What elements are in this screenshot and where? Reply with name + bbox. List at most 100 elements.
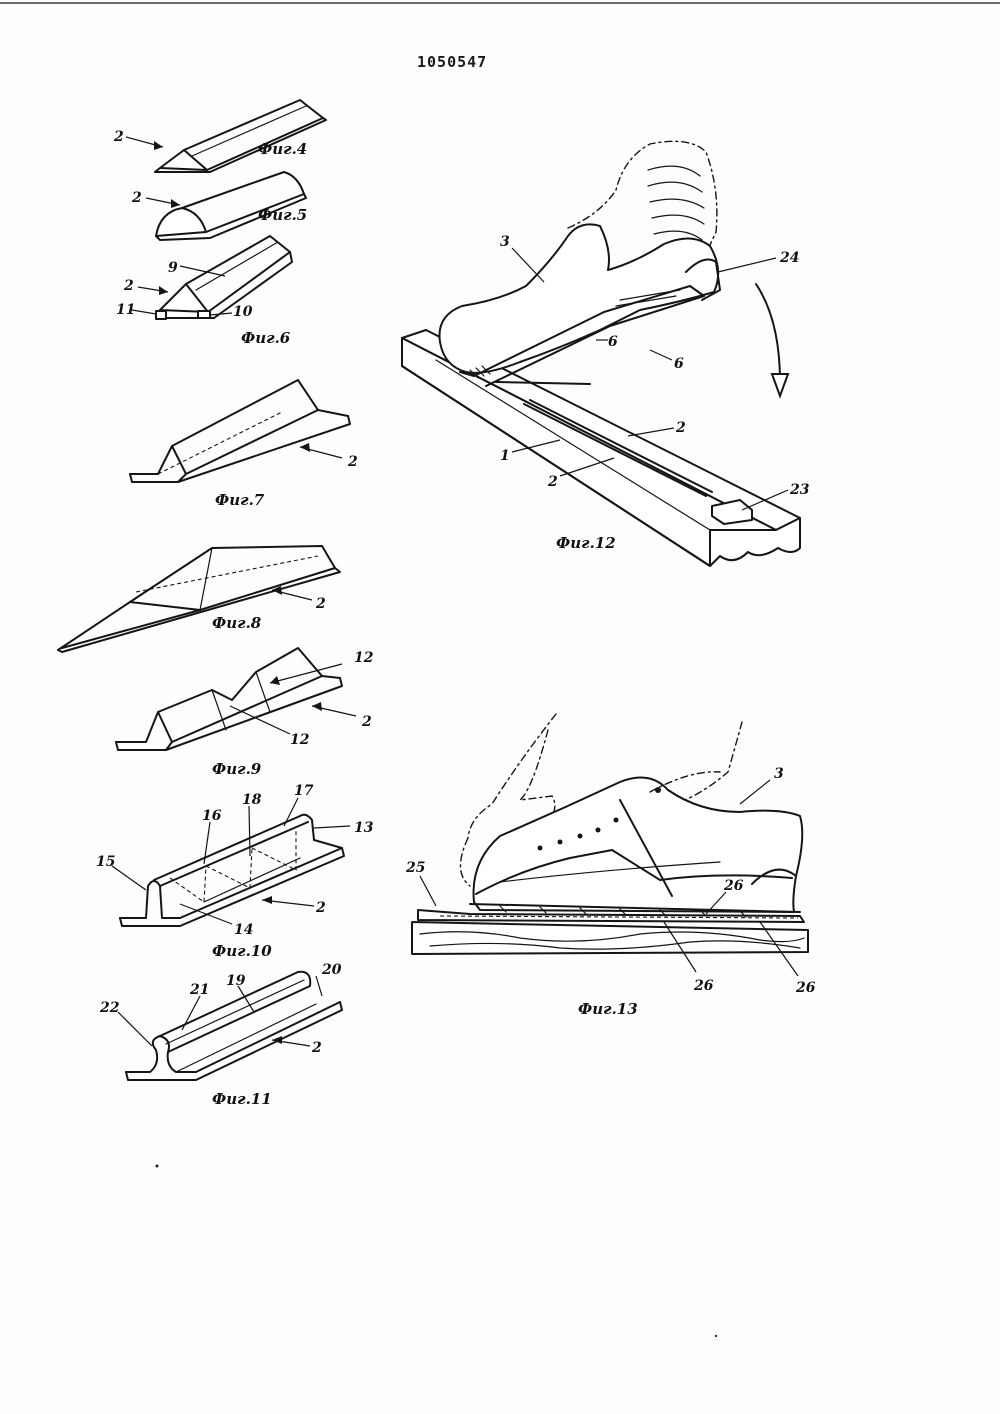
fig12-ankle-outline bbox=[567, 140, 718, 259]
fig12-leader-6b bbox=[649, 349, 673, 361]
fig6-label-10: 10 bbox=[233, 304, 253, 320]
fig4-label-2: 2 bbox=[113, 129, 124, 145]
fig11-label-22: 22 bbox=[99, 1000, 120, 1016]
fig5-arrow bbox=[171, 199, 180, 208]
fig4-end-face bbox=[159, 149, 208, 171]
fig13-sole-studs bbox=[499, 905, 747, 918]
fig4-ridge bbox=[183, 99, 324, 171]
fig13-shoe-stripe bbox=[475, 849, 793, 895]
fig12-label-6-right: 6 bbox=[674, 356, 684, 372]
figure-10: 16 18 17 13 15 14 2 Фиг.10 bbox=[96, 783, 374, 960]
figure-5: 2 Фиг.5 bbox=[131, 171, 307, 241]
fig6-ridge bbox=[185, 235, 291, 313]
fig10-label-15: 15 bbox=[96, 854, 115, 870]
fig5-label-2: 2 bbox=[131, 190, 142, 206]
fig11-leader-22 bbox=[117, 1011, 153, 1047]
fig8-arrow bbox=[272, 586, 282, 595]
fig4-caption: Фиг.4 bbox=[258, 140, 307, 158]
fig11-label-21: 21 bbox=[189, 982, 209, 998]
fig6-label-2: 2 bbox=[123, 278, 134, 294]
fig11-arrow-2 bbox=[272, 1036, 282, 1044]
fig10-leader-14 bbox=[179, 903, 233, 925]
fig11-label-20: 20 bbox=[321, 962, 342, 978]
scan-speck-bottom bbox=[714, 1334, 718, 1338]
fig12-groove-2 bbox=[523, 403, 707, 497]
fig8-wedge-top bbox=[57, 545, 336, 651]
fig13-leader-26c bbox=[759, 921, 799, 977]
fig10-label-2: 2 bbox=[315, 900, 326, 916]
figure-11: 21 19 20 22 2 Фиг.11 bbox=[99, 962, 343, 1108]
fig11-leader-21 bbox=[181, 995, 201, 1031]
fig13-toe-outline bbox=[459, 837, 471, 887]
fig13-label-26-upper: 26 bbox=[723, 878, 744, 894]
scan-speck bbox=[155, 1164, 159, 1168]
fig13-rail-holes bbox=[439, 915, 799, 919]
fig10-label-18: 18 bbox=[242, 792, 262, 808]
fig13-leg-mid bbox=[517, 729, 556, 823]
fig10-top-rail bbox=[153, 813, 343, 881]
fig13-ground bbox=[411, 921, 809, 955]
fig13-leader-26a bbox=[705, 891, 727, 915]
fig9-long-edge bbox=[171, 675, 323, 743]
fig10-leader-13 bbox=[313, 825, 351, 829]
fig13-leg-back bbox=[669, 721, 743, 807]
fig12-rail-inner-edge bbox=[435, 359, 711, 531]
fig13-leg-front bbox=[467, 713, 557, 839]
fig9-front-profile bbox=[115, 711, 173, 751]
fig13-leader-3 bbox=[739, 779, 771, 805]
fig10-label-14: 14 bbox=[234, 922, 253, 938]
fig9-label-12-bottom: 12 bbox=[290, 732, 310, 748]
fig10-cell-1 bbox=[169, 865, 207, 904]
fig13-caption: Фиг.13 bbox=[578, 1000, 638, 1018]
fig12-label-2-lower: 2 bbox=[547, 474, 558, 490]
fig13-label-26-right: 26 bbox=[795, 980, 816, 996]
fig12-leader-2a bbox=[627, 427, 675, 437]
figure-8: 2 Фиг.8 bbox=[57, 545, 341, 653]
fig13-heel-cap bbox=[751, 868, 797, 885]
fig9-caption: Фиг.9 bbox=[212, 760, 262, 778]
fig12-rail-end bbox=[709, 517, 801, 567]
fig11-leader-20 bbox=[315, 975, 323, 997]
fig12-label-1: 1 bbox=[500, 448, 510, 464]
document-number: 1050547 bbox=[417, 53, 487, 71]
fig12-lace-4 bbox=[651, 214, 705, 225]
fig6-part-11 bbox=[155, 310, 167, 320]
fig12-label-24: 24 bbox=[779, 250, 799, 266]
figure-6: 9 2 11 10 Фиг.6 bbox=[116, 235, 293, 347]
fig13-eyelet-top bbox=[655, 787, 661, 793]
fig9-leader-12b bbox=[229, 705, 291, 735]
fig5-base bbox=[155, 193, 307, 241]
fig13-ground-texture-1 bbox=[419, 931, 805, 943]
fig13-label-3: 3 bbox=[774, 766, 784, 782]
fig12-toe-teeth bbox=[469, 365, 491, 379]
fig10-cell-3 bbox=[251, 830, 297, 871]
fig4-arrow bbox=[154, 141, 163, 150]
fig13-leader-26b bbox=[663, 921, 697, 973]
fig12-lace-1 bbox=[647, 165, 701, 177]
fig6-caption: Фиг.6 bbox=[241, 329, 291, 347]
fig10-caption: Фиг.10 bbox=[212, 942, 272, 960]
fig12-rotation-arc bbox=[755, 283, 781, 383]
fig12-hatch-1 bbox=[619, 289, 681, 301]
fig7-label-2: 2 bbox=[347, 454, 358, 470]
fig12-groove-1 bbox=[529, 399, 713, 493]
fig11-label-19: 19 bbox=[226, 973, 246, 989]
fig12-boot-sole bbox=[459, 285, 705, 387]
fig7-caption: Фиг.7 bbox=[215, 491, 265, 509]
fig13-shoe-seam bbox=[619, 799, 673, 897]
fig10-leader-15 bbox=[111, 865, 147, 891]
fig9-label-12-top: 12 bbox=[354, 650, 374, 666]
fig7-arrow bbox=[300, 443, 310, 452]
fig7-base-plate bbox=[129, 415, 351, 483]
fig12-slot-edge bbox=[495, 381, 591, 385]
fig12-leader-2b bbox=[559, 457, 615, 477]
fig11-base-plate bbox=[125, 1001, 343, 1081]
fig13-ground-texture-2 bbox=[429, 940, 801, 950]
fig10-arrow-2 bbox=[262, 896, 272, 904]
fig12-label-6-left: 6 bbox=[608, 334, 618, 350]
fig10-front-rib bbox=[119, 847, 343, 919]
fig9-label-2: 2 bbox=[361, 714, 372, 730]
fig11-caption: Фиг.11 bbox=[212, 1090, 272, 1108]
fig6-leader-10 bbox=[209, 312, 233, 316]
fig6-end-face bbox=[159, 283, 209, 313]
